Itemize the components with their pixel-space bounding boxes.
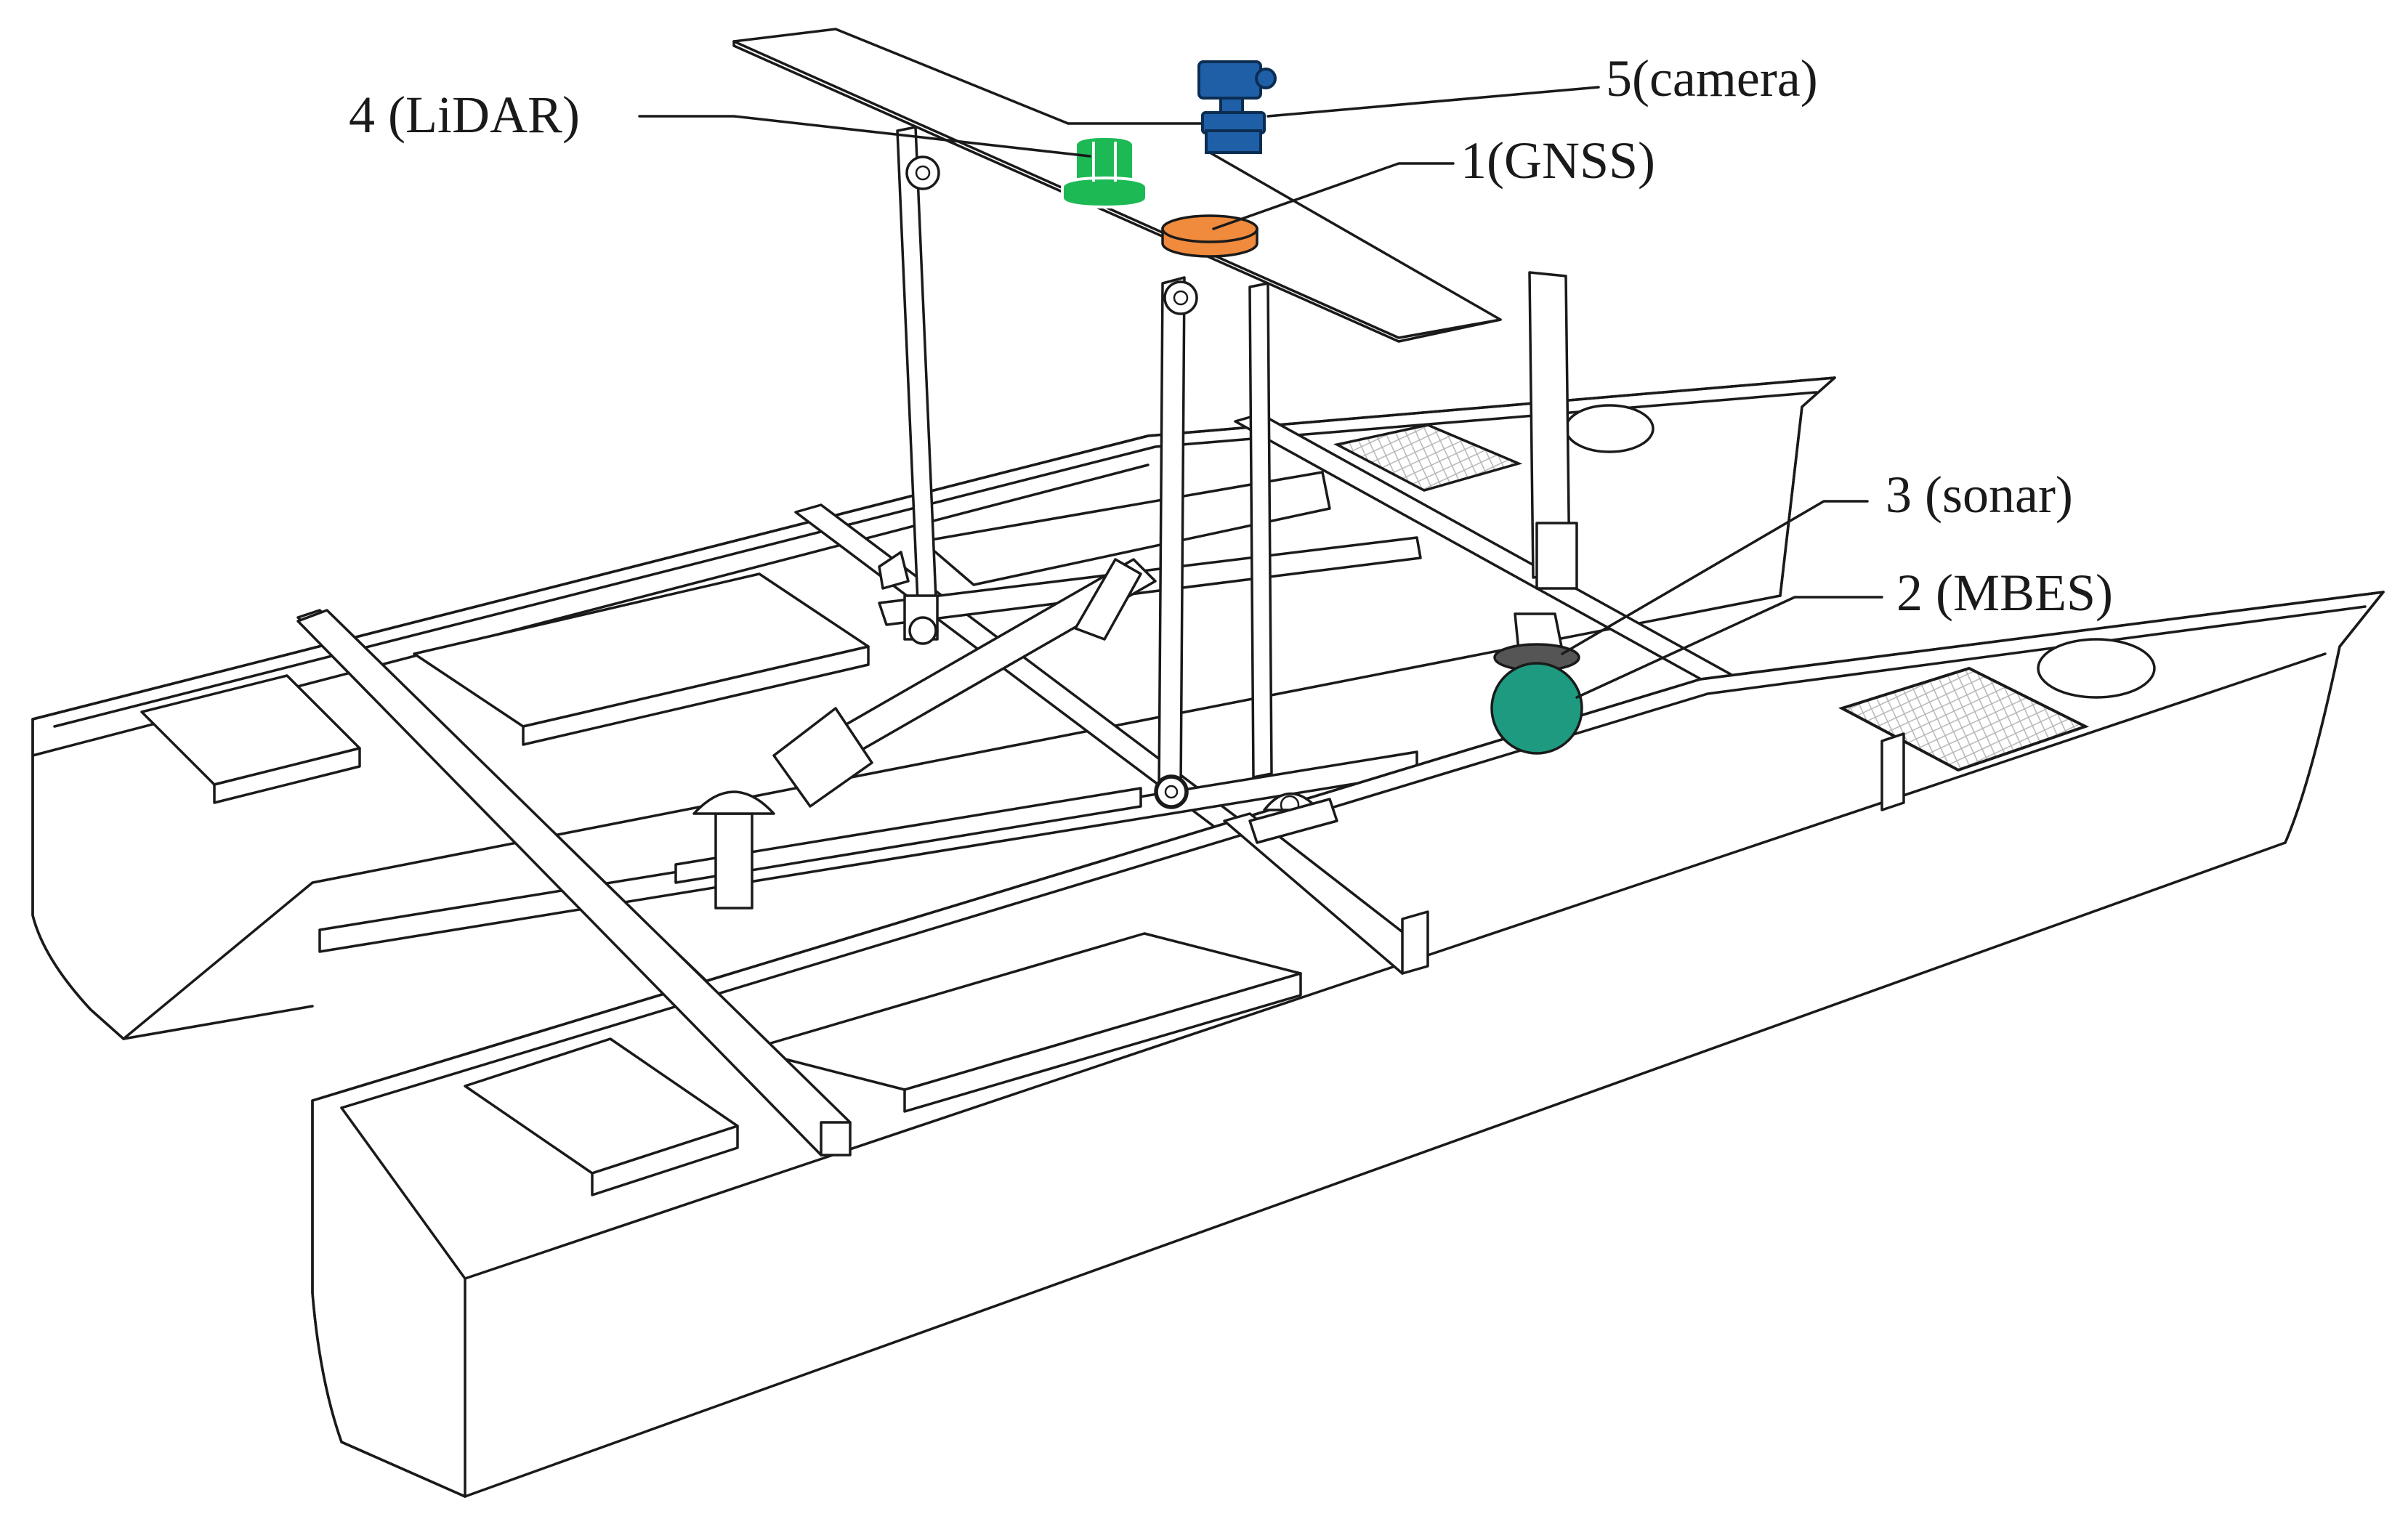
lidar-sensor [1061, 134, 1148, 209]
labels: 4 (LiDAR) 5(camera) 1(GNSS) 3 (sonar) 2 … [349, 49, 2113, 622]
lidar-label: 4 (LiDAR) [349, 86, 580, 144]
camera-sensor [1197, 60, 1277, 154]
gnss-label: 1(GNSS) [1460, 131, 1655, 190]
mbes-sensor [1490, 662, 1583, 755]
gnss-sensor [1161, 214, 1258, 258]
leader-lines [638, 86, 1883, 699]
frame-front [296, 126, 1905, 1157]
camera-icon [1197, 60, 1262, 100]
camera-label: 5(camera) [1606, 49, 1818, 108]
front-hull [311, 591, 2385, 1498]
mbes-label: 2 (MBES) [1896, 564, 2113, 622]
mbes-icon [1490, 662, 1583, 755]
sonar-label: 3 (sonar) [1886, 466, 2073, 524]
